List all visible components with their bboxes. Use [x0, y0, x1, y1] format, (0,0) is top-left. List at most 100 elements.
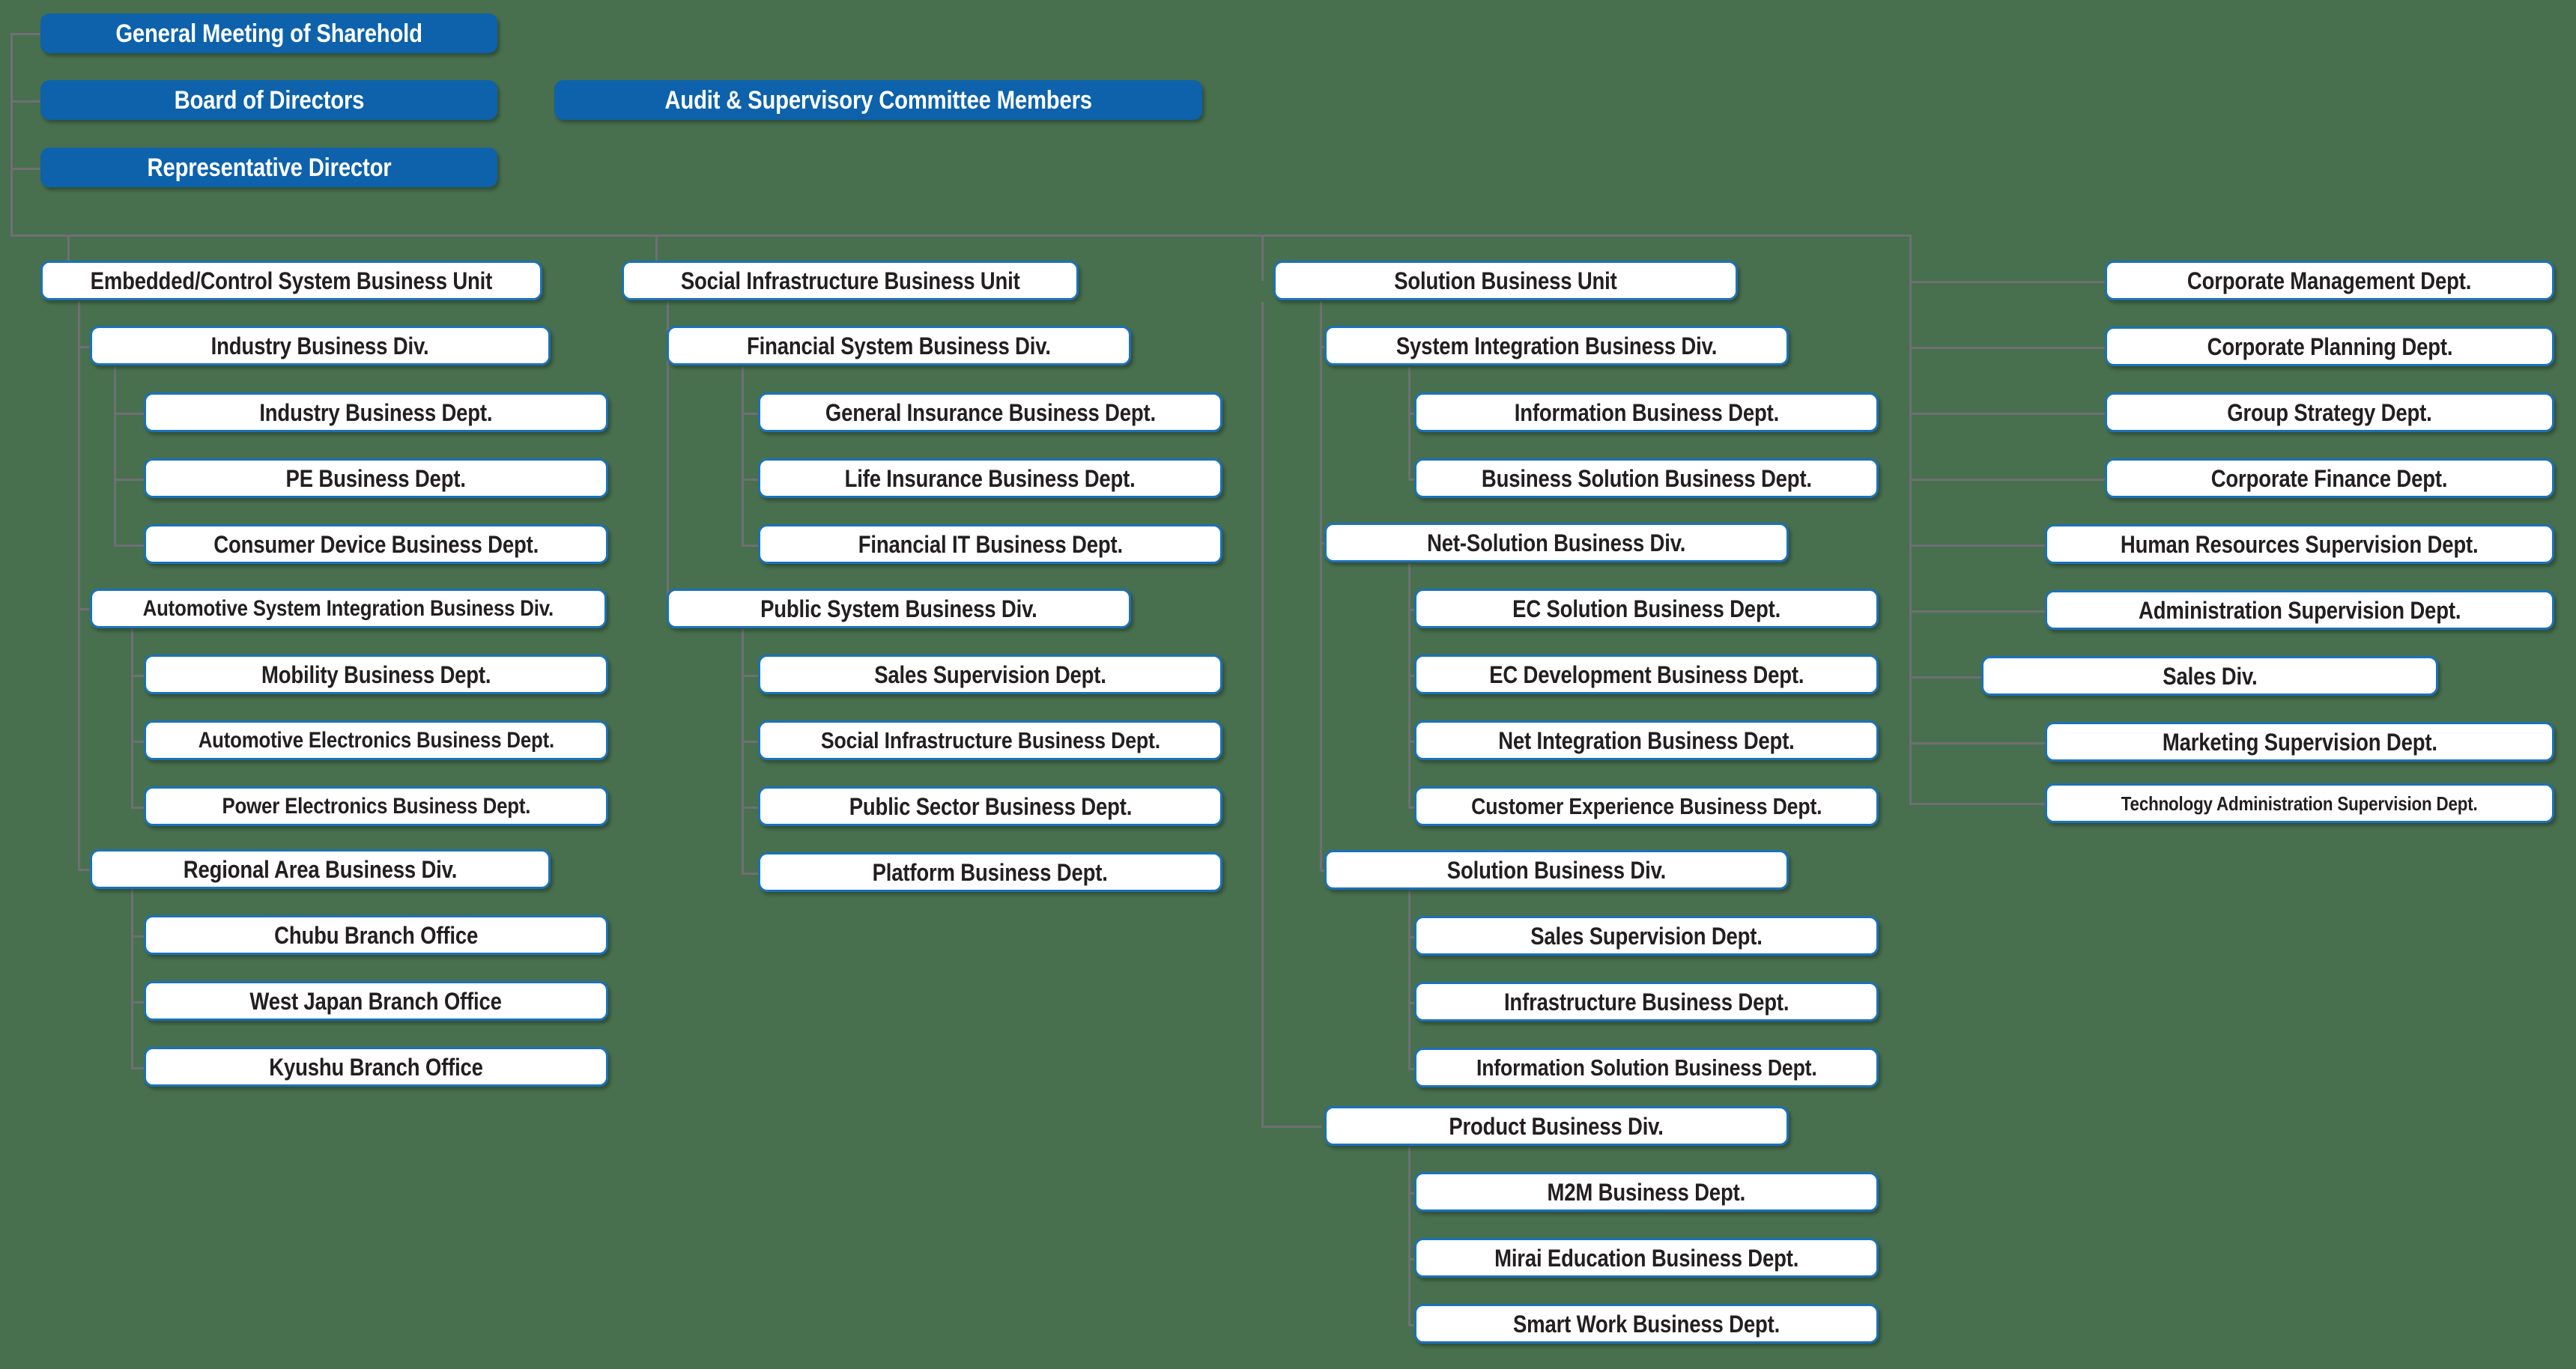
connector-pub-d2 — [742, 741, 760, 743]
node-label: M2M Business Dept. — [1547, 1178, 1746, 1206]
node-general-insurance-business-dept[interactable]: General Insurance Business Dept. — [758, 392, 1222, 432]
node-customer-experience-business-dept[interactable]: Customer Experience Business Dept. — [1414, 786, 1879, 826]
connector-corp-8 — [1909, 742, 2048, 744]
connector-region-d2 — [131, 1001, 146, 1004]
node-infrastructure-business-dept[interactable]: Infrastructure Business Dept. — [1414, 982, 1879, 1022]
node-label: General Insurance Business Dept. — [825, 398, 1156, 426]
connector-indbus-d1 — [114, 413, 145, 415]
node-sales-div[interactable]: Sales Div. — [1981, 656, 2438, 696]
node-industry-business-dept[interactable]: Industry Business Dept. — [144, 392, 608, 432]
node-platform-business-dept[interactable]: Platform Business Dept. — [758, 852, 1222, 892]
connector-region-d1 — [131, 935, 146, 938]
connector-pub-d4 — [742, 872, 760, 875]
node-label: Public System Business Div. — [760, 595, 1037, 622]
node-representative-director[interactable]: Representative Director — [40, 148, 497, 187]
node-m2m-business-dept[interactable]: M2M Business Dept. — [1414, 1172, 1879, 1212]
node-life-insurance-business-dept[interactable]: Life Insurance Business Dept. — [758, 458, 1222, 498]
node-corporate-planning-dept[interactable]: Corporate Planning Dept. — [2105, 327, 2554, 366]
node-ec-development-business-dept[interactable]: EC Development Business Dept. — [1414, 655, 1879, 694]
connector-region-spine — [131, 890, 133, 1069]
node-audit-committee[interactable]: Audit & Supervisory Committee Members — [554, 80, 1202, 120]
node-regional-area-business-div[interactable]: Regional Area Business Div. — [90, 849, 551, 889]
node-label: Business Solution Business Dept. — [1481, 464, 1812, 492]
node-label: Mirai Education Business Dept. — [1494, 1244, 1799, 1272]
node-label: Financial IT Business Dept. — [858, 530, 1123, 558]
node-power-electronics-business-dept[interactable]: Power Electronics Business Dept. — [144, 786, 608, 826]
node-sales-supervision-dept-solution[interactable]: Sales Supervision Dept. — [1414, 916, 1879, 956]
node-label: General Meeting of Sharehold — [115, 19, 422, 48]
node-board-of-directors[interactable]: Board of Directors — [40, 80, 497, 120]
node-label: Net Integration Business Dept. — [1498, 726, 1795, 754]
node-system-integration-business-div[interactable]: System Integration Business Div. — [1324, 326, 1789, 365]
node-corporate-management-dept[interactable]: Corporate Management Dept. — [2105, 261, 2554, 300]
node-label: Financial System Business Div. — [747, 332, 1051, 359]
node-product-business-div[interactable]: Product Business Div. — [1324, 1106, 1789, 1146]
node-solution-unit[interactable]: Solution Business Unit — [1273, 261, 1738, 300]
node-west-japan-branch-office[interactable]: West Japan Branch Office — [144, 981, 608, 1021]
node-consumer-device-business-dept[interactable]: Consumer Device Business Dept. — [144, 524, 608, 564]
connector-representative — [10, 168, 40, 170]
node-pe-business-dept[interactable]: PE Business Dept. — [144, 458, 608, 498]
node-label: Platform Business Dept. — [872, 858, 1109, 886]
node-label: Audit & Supervisory Committee Members — [664, 85, 1092, 115]
node-label: Group Strategy Dept. — [2227, 398, 2432, 426]
connector-social-spine — [667, 302, 669, 610]
node-solution-business-div[interactable]: Solution Business Div. — [1324, 850, 1789, 890]
node-net-solution-business-div[interactable]: Net-Solution Business Div. — [1324, 523, 1789, 562]
node-financial-it-business-dept[interactable]: Financial IT Business Dept. — [758, 524, 1222, 564]
node-label: Information Business Dept. — [1514, 398, 1779, 426]
node-public-sector-business-dept[interactable]: Public Sector Business Dept. — [758, 786, 1222, 826]
node-mirai-education-business-dept[interactable]: Mirai Education Business Dept. — [1414, 1238, 1879, 1278]
node-technology-administration-supervision-dept[interactable]: Technology Administration Supervision De… — [2045, 783, 2554, 823]
node-label: Automotive Electronics Business Dept. — [198, 727, 554, 753]
node-label: EC Solution Business Dept. — [1512, 595, 1781, 622]
node-label: Board of Directors — [174, 85, 364, 115]
node-label: Marketing Supervision Dept. — [2162, 728, 2437, 756]
node-group-strategy-dept[interactable]: Group Strategy Dept. — [2105, 392, 2554, 432]
node-net-integration-business-dept[interactable]: Net Integration Business Dept. — [1414, 720, 1879, 760]
node-industry-business-div[interactable]: Industry Business Div. — [90, 326, 551, 365]
connector-shareholders — [10, 33, 40, 35]
node-automotive-system-integration-div[interactable]: Automotive System Integration Business D… — [90, 589, 607, 628]
node-marketing-supervision-dept[interactable]: Marketing Supervision Dept. — [2045, 722, 2554, 762]
connector-corp-5 — [1909, 544, 2048, 547]
node-information-solution-business-dept[interactable]: Information Solution Business Dept. — [1414, 1048, 1879, 1087]
node-label: Regional Area Business Div. — [183, 855, 458, 883]
node-information-business-dept[interactable]: Information Business Dept. — [1414, 392, 1879, 432]
node-ec-solution-business-dept[interactable]: EC Solution Business Dept. — [1414, 589, 1879, 628]
node-administration-supervision-dept[interactable]: Administration Supervision Dept. — [2045, 590, 2554, 630]
node-smart-work-business-dept[interactable]: Smart Work Business Dept. — [1414, 1304, 1879, 1344]
node-label: Human Resources Supervision Dept. — [2121, 530, 2479, 558]
node-label: Corporate Management Dept. — [2187, 267, 2472, 294]
node-label: Technology Administration Supervision De… — [2121, 792, 2478, 815]
node-financial-system-business-div[interactable]: Financial System Business Div. — [667, 326, 1131, 365]
node-automotive-electronics-business-dept[interactable]: Automotive Electronics Business Dept. — [144, 720, 608, 760]
node-sales-supervision-dept-public[interactable]: Sales Supervision Dept. — [758, 655, 1222, 694]
node-general-meeting[interactable]: General Meeting of Sharehold — [40, 13, 497, 53]
node-label: Sales Supervision Dept. — [874, 661, 1106, 688]
node-chubu-branch-office[interactable]: Chubu Branch Office — [144, 915, 608, 955]
node-label: EC Development Business Dept. — [1488, 661, 1804, 688]
connector-auto-d1 — [131, 675, 146, 677]
connector-fin-d2 — [742, 479, 760, 481]
node-label: Solution Business Unit — [1394, 267, 1617, 294]
connector-auto-d3 — [131, 807, 146, 809]
node-label: Industry Business Dept. — [259, 398, 493, 426]
node-human-resources-supervision-dept[interactable]: Human Resources Supervision Dept. — [2045, 524, 2554, 564]
node-public-system-business-div[interactable]: Public System Business Div. — [667, 589, 1131, 628]
connector-sol-spine — [1408, 890, 1410, 1070]
connector-indbus-d3 — [114, 544, 145, 547]
node-label: Corporate Finance Dept. — [2211, 464, 2448, 492]
node-social-infrastructure-unit[interactable]: Social Infrastructure Business Unit — [622, 261, 1079, 300]
node-social-infrastructure-business-dept[interactable]: Social Infrastructure Business Dept. — [758, 720, 1222, 760]
connector-pub-d3 — [742, 807, 760, 809]
connector-corp-6 — [1909, 610, 2048, 613]
node-mobility-business-dept[interactable]: Mobility Business Dept. — [144, 655, 608, 694]
connector-auto-d2 — [131, 741, 146, 743]
node-corporate-finance-dept[interactable]: Corporate Finance Dept. — [2105, 458, 2554, 498]
node-label: Solution Business Div. — [1446, 856, 1667, 884]
node-label: Kyushu Branch Office — [269, 1053, 483, 1081]
node-business-solution-business-dept[interactable]: Business Solution Business Dept. — [1414, 458, 1879, 498]
node-kyushu-branch-office[interactable]: Kyushu Branch Office — [144, 1047, 608, 1087]
node-embedded-unit[interactable]: Embedded/Control System Business Unit — [40, 261, 542, 300]
